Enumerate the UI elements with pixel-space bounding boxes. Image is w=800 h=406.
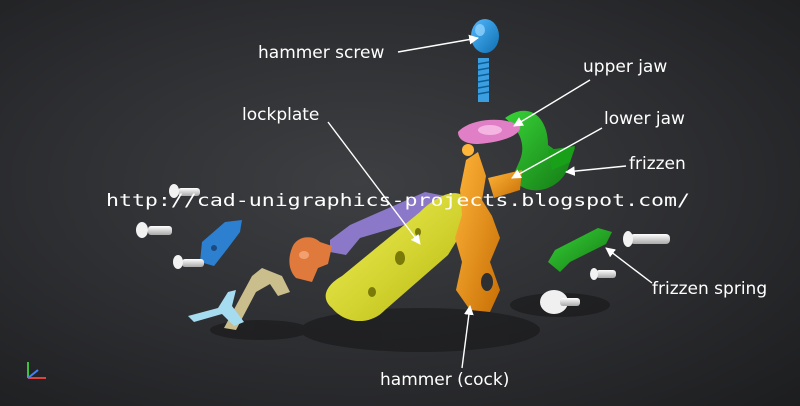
label-frizzen: frizzen — [629, 154, 686, 174]
tumbler-part — [289, 237, 332, 282]
frizzen-part — [505, 110, 575, 191]
sear-part — [200, 220, 242, 266]
sear-spring-part — [188, 290, 244, 326]
frizzen-spring-part — [548, 228, 612, 272]
label-hammer-screw: hammer screw — [258, 43, 384, 63]
hammer-screw-part — [471, 19, 499, 102]
hammer-part — [455, 144, 500, 312]
label-upper-jaw: upper jaw — [583, 57, 667, 77]
label-lower-jaw: lower jaw — [604, 109, 685, 129]
bridle-part — [330, 192, 455, 255]
mainspring-part — [224, 268, 290, 330]
label-lockplate: lockplate — [242, 105, 319, 125]
lockplate-part — [325, 193, 468, 322]
upper-jaw-part — [458, 119, 521, 144]
axis-triad-icon — [27, 362, 46, 379]
screws-and-pins — [136, 184, 670, 314]
leader-lines — [327, 34, 653, 369]
label-frizzen-spring: frizzen spring — [652, 279, 767, 299]
label-hammer-cock: hammer (cock) — [380, 370, 509, 390]
watermark-url: http://cad-unigraphics-projects.blogspot… — [106, 191, 690, 211]
